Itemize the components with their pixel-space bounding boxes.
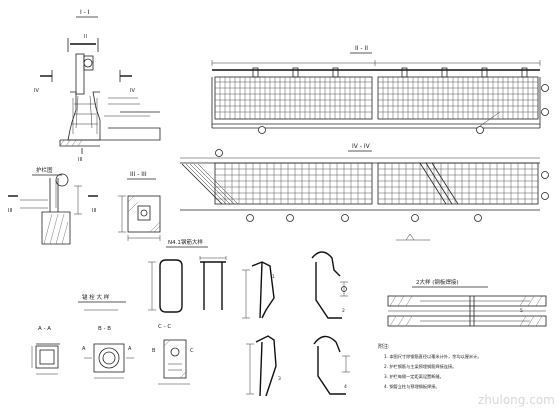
mark-iii-bottom: III (78, 157, 82, 163)
section-1-1-title: I - I (80, 9, 90, 16)
bar-mark-2: 2 (342, 308, 345, 314)
bent-bar-shapes: 1 2 3 4 (242, 251, 350, 397)
mark-iii-left: III (8, 208, 12, 214)
anchor-title: 锚 栓 大 样 (82, 293, 110, 301)
notes-heading: 附注: (378, 343, 390, 350)
plate-detail-title: 2大样 (钢板焊接) (416, 278, 459, 286)
section-3-3: III - III (118, 171, 161, 241)
mark-iv-left: IV (34, 88, 39, 94)
steel-detail: N4.1钢筋大样 (148, 238, 227, 313)
bar-mark-4: 4 (344, 384, 347, 390)
section-2-2-title: II - II (355, 45, 368, 52)
anchor-detail: 锚 栓 大 样 A - A B - B A A C - C B C (31, 293, 194, 385)
section-4-4-title: IV - IV (352, 143, 371, 150)
mark-iv-right: IV (130, 88, 135, 94)
note-2: 2. 护栏钢筋与主梁预埋钢筋焊接连接。 (384, 363, 456, 370)
section-3-3-title: III - III (130, 171, 147, 178)
watermark: zhulong.com (478, 393, 555, 407)
section-2-2: II - II (211, 45, 549, 134)
notes-block: 附注: 1. 本图尺寸除钢筋直径以毫米计外，余均以厘米计。 2. 护栏钢筋与主梁… (378, 343, 481, 390)
section-c-title: C - C (158, 324, 171, 330)
section-b-title: B - B (98, 326, 111, 332)
mark-a-right: A (128, 346, 132, 352)
mark-a-left: A (82, 346, 86, 352)
bar-mark-1: 1 (272, 274, 275, 280)
section-1-1: I - I II IV IV III (34, 9, 161, 163)
guardrail-detail: 护栏图 III III (8, 166, 98, 245)
steel-detail-title: N4.1钢筋大样 (168, 238, 203, 246)
guardrail-title: 护栏图 (36, 166, 53, 174)
mark-iii-right: III (92, 208, 96, 214)
note-4: 4. 钢管立柱与预埋钢板焊接。 (384, 383, 440, 390)
bar-mark-3: 3 (278, 376, 281, 382)
mark-c: C (190, 348, 194, 354)
section-a-title: A - A (38, 326, 51, 332)
note-1: 1. 本图尺寸除钢筋直径以毫米计外，余均以厘米计。 (384, 353, 481, 360)
plate-mark-5: 5 (520, 308, 523, 314)
mark-b: B (152, 348, 156, 354)
plate-detail: 2大样 (钢板焊接) 5 (387, 278, 547, 327)
section-4-4: IV - IV (180, 143, 549, 241)
note-3: 3. 护栏每隔一定距离设置断缝。 (384, 373, 444, 380)
mark-ii-top: II (84, 34, 87, 40)
